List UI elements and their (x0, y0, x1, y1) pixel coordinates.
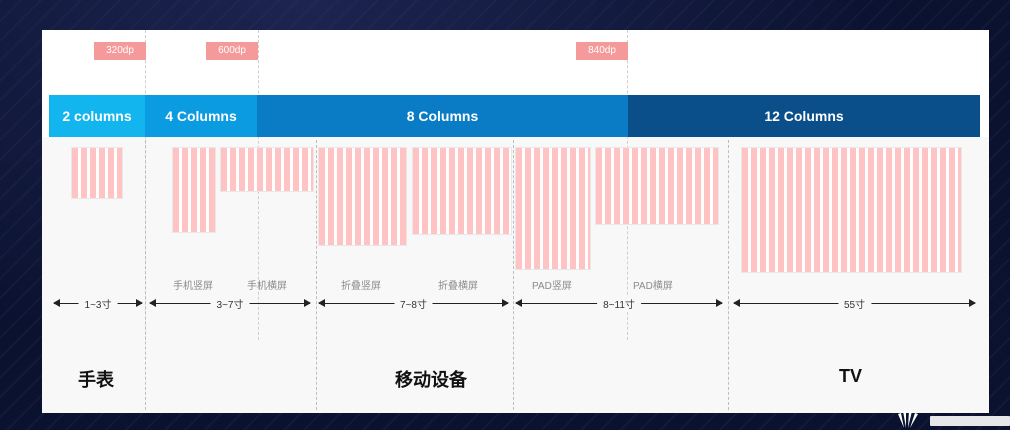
size-dimension-pad: 8~11寸 (515, 293, 723, 313)
phone-portrait-grid (172, 147, 216, 233)
breakpoint-tag-840: 840dp (576, 42, 628, 60)
phone-landscape-grid (220, 147, 314, 192)
band-2-columns: 2 columns (49, 95, 145, 137)
band-12-columns: 12 Columns (628, 95, 980, 137)
device-label-phone-portrait: 手机竖屏 (173, 281, 213, 292)
size-label: 7~8寸 (394, 296, 433, 311)
section-divider (316, 140, 317, 410)
size-label: 1~3寸 (78, 296, 118, 311)
device-label-phone-landscape: 手机横屏 (247, 281, 287, 292)
section-divider (145, 140, 146, 410)
pad-landscape-grid (595, 147, 719, 225)
device-label-pad-landscape: PAD横屏 (633, 281, 673, 292)
category-tv: TV (839, 366, 863, 386)
fold-portrait-grid (318, 147, 407, 246)
category-watch: 手表 (78, 370, 114, 390)
watch-grid (71, 147, 123, 199)
size-dimension-tv: 55寸 (733, 293, 976, 313)
breakpoint-diagram: 320dp 600dp 840dp 2 columns 4 Columns 8 … (42, 30, 989, 413)
device-label-fold-portrait: 折叠竖屏 (341, 281, 381, 292)
fold-landscape-grid (412, 147, 512, 235)
section-divider (513, 140, 514, 410)
breakpoint-tag-600: 600dp (206, 42, 258, 60)
breakpoint-tag-320: 320dp (94, 42, 146, 60)
size-dimension-watch: 1~3寸 (53, 293, 143, 313)
size-label: 55寸 (837, 296, 872, 311)
device-label-fold-landscape: 折叠横屏 (438, 281, 478, 292)
size-dimension-fold: 7~8寸 (318, 293, 509, 313)
band-8-columns: 8 Columns (257, 95, 628, 137)
size-label: 8~11寸 (597, 296, 641, 311)
band-4-columns: 4 Columns (145, 95, 257, 137)
tv-grid (741, 147, 962, 273)
brand-logo-icon (898, 410, 1010, 428)
size-label: 3~7寸 (210, 296, 250, 311)
device-label-pad-portrait: PAD竖屏 (532, 281, 572, 292)
pad-portrait-grid (515, 147, 591, 270)
size-dimension-phone: 3~7寸 (149, 293, 311, 313)
category-mobile: 移动设备 (395, 370, 467, 390)
section-divider (728, 140, 729, 410)
